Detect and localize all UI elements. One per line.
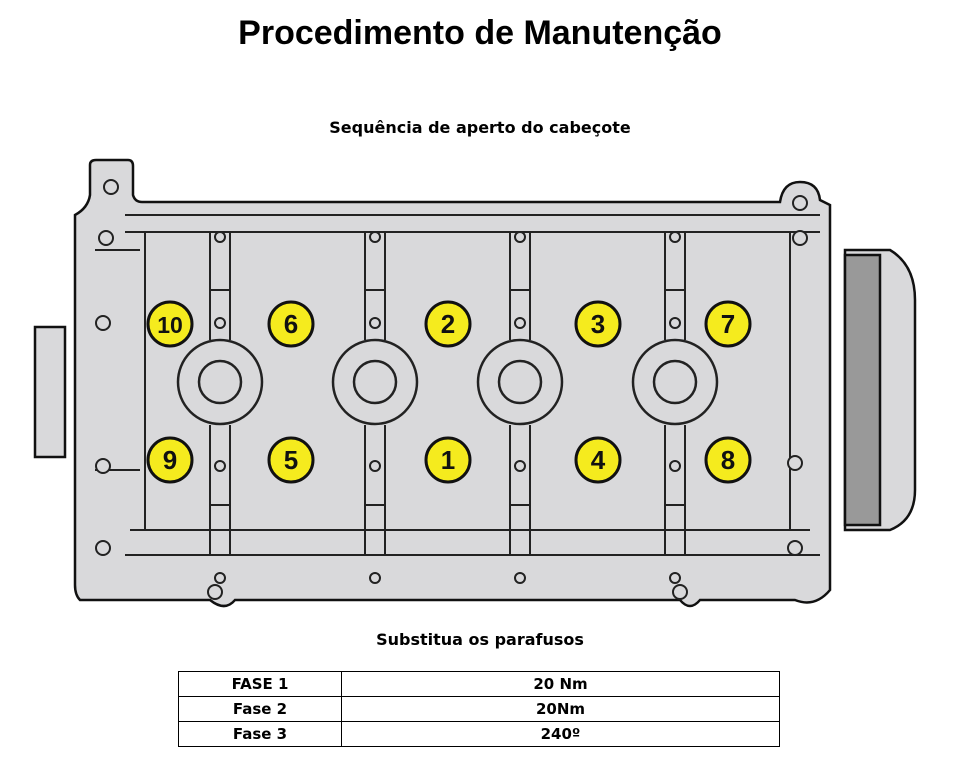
page-title: Procedimento de Manutenção bbox=[238, 14, 722, 52]
bolt-marker bbox=[267, 300, 315, 348]
hole-icon bbox=[514, 317, 526, 329]
diagram-title: Sequência de aperto do cabeçote bbox=[329, 118, 631, 137]
hole-icon bbox=[669, 572, 681, 584]
web-lines bbox=[664, 232, 686, 555]
hole-icon bbox=[672, 584, 688, 600]
bolt-marker bbox=[574, 300, 622, 348]
hole-icon bbox=[214, 460, 226, 472]
head-outline bbox=[73, 158, 832, 608]
hole-icon bbox=[207, 584, 223, 600]
timing-gear bbox=[843, 248, 917, 532]
camshaft-bore bbox=[476, 338, 564, 426]
bolt-number: 10 bbox=[157, 312, 183, 338]
bolt-number: 6 bbox=[284, 309, 298, 339]
value-cell: 20Nm bbox=[341, 696, 780, 722]
hole-icon bbox=[214, 572, 226, 584]
bolt-marker bbox=[267, 436, 315, 484]
camshaft-bore bbox=[176, 338, 264, 426]
hole-icon bbox=[514, 231, 526, 243]
bolt-2: 2 bbox=[424, 300, 472, 348]
bolt-marker bbox=[704, 436, 752, 484]
hole-icon bbox=[214, 231, 226, 243]
bolt-6: 6 bbox=[267, 300, 315, 348]
hole-icon bbox=[792, 195, 808, 211]
value-cell: 240º bbox=[341, 721, 780, 747]
bolt-marker bbox=[424, 300, 472, 348]
web-lines bbox=[209, 232, 231, 555]
hole-icon bbox=[669, 317, 681, 329]
hole-icon bbox=[98, 230, 114, 246]
bolt-number: 1 bbox=[441, 445, 455, 475]
replace-bolts-note: Substitua os parafusos bbox=[376, 630, 584, 649]
bolt-8: 8 bbox=[704, 436, 752, 484]
bolt-marker bbox=[146, 436, 194, 484]
hole-icon bbox=[514, 572, 526, 584]
hole-icon bbox=[669, 231, 681, 243]
bolt-7: 7 bbox=[704, 300, 752, 348]
bolt-5: 5 bbox=[267, 436, 315, 484]
camshaft-bore bbox=[631, 338, 719, 426]
hole-icon bbox=[95, 315, 111, 331]
bolt-10: 10 bbox=[146, 300, 194, 348]
bolt-marker bbox=[146, 300, 194, 348]
bolt-number: 4 bbox=[591, 445, 606, 475]
bolt-number: 3 bbox=[591, 309, 605, 339]
hole-icon bbox=[369, 572, 381, 584]
hole-icon bbox=[669, 460, 681, 472]
web-lines bbox=[509, 232, 531, 555]
hole-icon bbox=[369, 317, 381, 329]
bolt-marker bbox=[424, 436, 472, 484]
hole-icon bbox=[95, 458, 111, 474]
left-block bbox=[33, 325, 67, 459]
hole-icon bbox=[369, 460, 381, 472]
hole-icon bbox=[514, 460, 526, 472]
bolt-9: 9 bbox=[146, 436, 194, 484]
camshaft-bore bbox=[331, 338, 419, 426]
web-lines bbox=[364, 232, 386, 555]
bolt-number: 8 bbox=[721, 445, 735, 475]
bolt-number: 2 bbox=[441, 309, 455, 339]
bolt-number: 7 bbox=[721, 309, 735, 339]
value-cell: 20 Nm bbox=[341, 671, 780, 697]
hole-icon bbox=[95, 540, 111, 556]
bolt-number: 9 bbox=[163, 445, 177, 475]
cylinder-head-diagram: 10 6 2 3 7 9 5 1 4 8 bbox=[33, 158, 917, 608]
bolt-3: 3 bbox=[574, 300, 622, 348]
bolt-4: 4 bbox=[574, 436, 622, 484]
hole-icon bbox=[214, 317, 226, 329]
bolt-marker bbox=[574, 436, 622, 484]
hole-icon bbox=[369, 231, 381, 243]
hole-icon bbox=[792, 230, 808, 246]
bolt-number: 5 bbox=[284, 445, 298, 475]
hole-icon bbox=[103, 179, 119, 195]
phase-cell: FASE 1 bbox=[178, 671, 342, 697]
bolt-marker bbox=[704, 300, 752, 348]
hole-icon bbox=[787, 540, 803, 556]
bolt-1: 1 bbox=[424, 436, 472, 484]
phase-cell: Fase 2 bbox=[178, 696, 342, 722]
hole-icon bbox=[787, 455, 803, 471]
phase-cell: Fase 3 bbox=[178, 721, 342, 747]
